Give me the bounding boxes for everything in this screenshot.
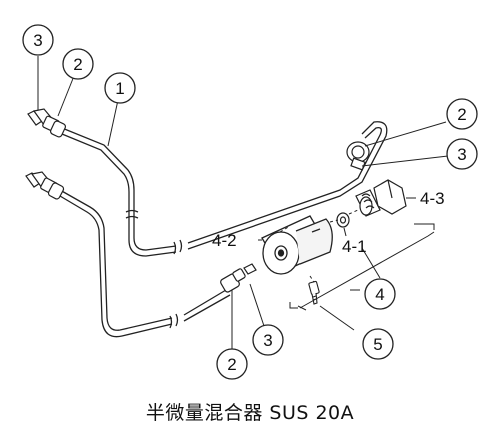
bottom-fitting [220,263,257,293]
callout-label: 4 [375,285,384,304]
item-4-bracket [297,231,435,311]
callout-c2-top-left: 2 [62,48,94,80]
top-left-fitting [27,108,67,138]
callout-c2-bottom: 2 [216,348,248,380]
mixer-body [261,215,333,275]
label-4-3: 4-3 [420,189,445,208]
callout-c4: 4 [364,278,396,310]
callout-c3-top-left: 3 [22,24,54,56]
callout-label: 3 [33,31,42,50]
callout-label: 2 [457,105,466,124]
upper-right-fitting [346,141,370,171]
assembly-guides [279,209,435,309]
callout-c5: 5 [362,328,394,360]
hex-adapter [355,179,407,217]
callout-label: 2 [73,55,82,74]
callout-label: 3 [457,145,466,164]
label-4-2: 4-2 [212,231,237,250]
callout-label: 2 [227,355,236,374]
callout-c2-upper-right: 2 [446,98,478,130]
lower-tube [59,189,231,338]
left-middle-fitting [25,171,65,200]
leader-lines [37,56,449,352]
callout-c3-upper-right: 3 [446,138,478,170]
callout-label: 3 [263,331,272,350]
diagram-caption: 半微量混合器 SUS 20A [145,402,355,424]
upper-tube [61,121,388,257]
label-4-1: 4-1 [342,237,367,256]
callout-label: 1 [115,79,124,98]
callout-c1: 1 [104,72,136,104]
callout-c3-bottom: 3 [252,324,284,356]
callout-label: 5 [373,335,382,354]
small-screw [308,280,320,305]
washer [336,212,350,228]
